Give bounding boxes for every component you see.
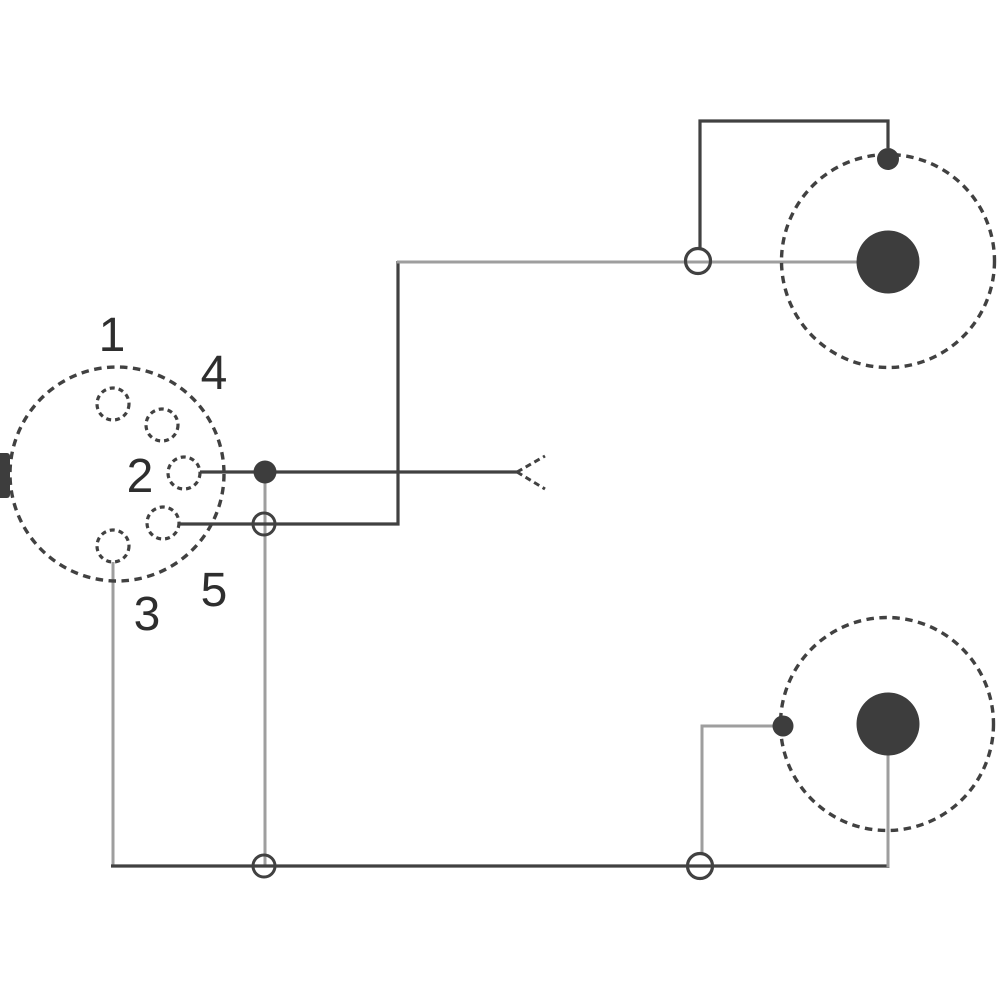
din-pin-label-3: 3 [134,588,161,641]
din-pin-1 [95,386,131,422]
din-pin-4 [144,407,180,443]
solder-ring-left-lower [251,853,277,879]
rca-top-shield-dot [877,148,899,170]
wire-cut-split-lower [516,470,546,491]
din-pin-2 [166,455,202,491]
solder-ring-bottom-rca [685,851,715,881]
wire-cut-split-upper [516,454,546,474]
din-pin-5 [145,505,181,541]
solder-ring-top-rca [683,246,713,276]
din-pin-3 [95,528,131,564]
din-pin-label-4: 4 [201,347,228,400]
rca-bottom-center-pin [856,692,920,756]
bottom-shield-bracket [700,724,773,854]
solder-ring-left-upper [251,511,277,537]
rca-bottom-body [778,615,996,833]
din-pin-label-5: 5 [201,564,228,617]
junction-dot-pin2 [253,460,277,484]
top-shield-bracket [698,119,890,249]
din-pin-label-1: 1 [99,309,126,362]
rca-bottom-shield-dot [772,715,794,737]
din-keyway-notch [0,453,10,498]
rca-top-center-pin [856,230,920,294]
din-pin-label-2: 2 [127,450,154,503]
din-connector-body [8,365,226,583]
